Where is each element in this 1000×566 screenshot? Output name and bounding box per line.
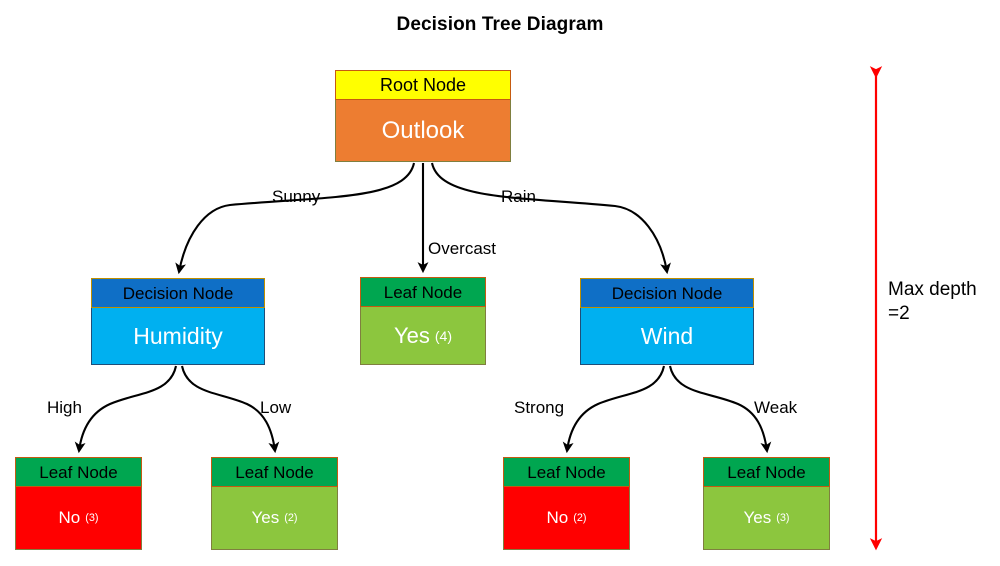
node-strong-leaf-value: No (2)	[503, 487, 630, 550]
node-wind-value: Wind	[580, 308, 754, 365]
edge-label-weak: Weak	[754, 398, 798, 417]
node-humidity[interactable]: Decision Node Humidity	[91, 278, 265, 365]
edge-wind-to-weak-leaf	[668, 365, 772, 454]
node-overcast-leaf-type-label: Leaf Node	[360, 277, 486, 307]
node-weak-leaf[interactable]: Leaf Node Yes (3)	[703, 457, 830, 550]
edge-label-sunny: Sunny	[272, 187, 321, 206]
node-weak-leaf-class: Yes	[743, 508, 772, 527]
node-low-leaf-count: (2)	[284, 512, 298, 524]
node-weak-leaf-type-label: Leaf Node	[703, 457, 830, 487]
edge-label-high: High	[47, 398, 82, 417]
node-weak-leaf-value: Yes (3)	[703, 487, 830, 550]
edge-label-low: Low	[260, 398, 292, 417]
node-root-type-label: Root Node	[335, 70, 511, 100]
node-high-leaf-count: (3)	[85, 512, 99, 524]
node-wind[interactable]: Decision Node Wind	[580, 278, 754, 365]
edge-label-strong: Strong	[514, 398, 565, 417]
node-overcast-leaf-count: (4)	[434, 327, 453, 344]
node-humidity-type-label: Decision Node	[91, 278, 265, 308]
node-strong-leaf-class: No	[546, 508, 569, 527]
node-strong-leaf[interactable]: Leaf Node No (2)	[503, 457, 630, 550]
max-depth-line2: =2	[888, 302, 910, 324]
node-overcast-leaf-value: Yes (4)	[360, 307, 486, 365]
edge-label-rain: Rain	[501, 187, 536, 206]
node-root-value: Outlook	[335, 100, 511, 162]
node-high-leaf-class: No	[58, 508, 81, 527]
node-strong-leaf-type-label: Leaf Node	[503, 457, 630, 487]
node-root[interactable]: Root Node Outlook	[335, 70, 511, 162]
node-humidity-value: Humidity	[91, 308, 265, 365]
edge-root-to-humidity	[175, 162, 416, 275]
node-low-leaf-value: Yes (2)	[211, 487, 338, 550]
node-weak-leaf-count: (3)	[776, 512, 790, 524]
edge-label-overcast: Overcast	[428, 239, 497, 258]
node-wind-type-label: Decision Node	[580, 278, 754, 308]
edge-wind-to-strong-leaf	[562, 365, 666, 454]
node-low-leaf-type-label: Leaf Node	[211, 457, 338, 487]
max-depth-line1: Max depth	[888, 279, 977, 300]
node-strong-leaf-count: (2)	[573, 512, 587, 524]
page-title: Decision Tree Diagram	[396, 14, 604, 35]
node-overcast-leaf-class: Yes	[393, 322, 430, 348]
edge-humidity-to-high-leaf	[74, 365, 178, 454]
node-high-leaf[interactable]: Leaf Node No (3)	[15, 457, 142, 550]
node-high-leaf-type-label: Leaf Node	[15, 457, 142, 487]
node-low-leaf[interactable]: Leaf Node Yes (2)	[211, 457, 338, 550]
node-high-leaf-value: No (3)	[15, 487, 142, 550]
max-depth-annotation: Max depth =2	[888, 278, 977, 326]
node-low-leaf-class: Yes	[251, 508, 280, 527]
node-overcast-leaf[interactable]: Leaf Node Yes (4)	[360, 277, 486, 365]
